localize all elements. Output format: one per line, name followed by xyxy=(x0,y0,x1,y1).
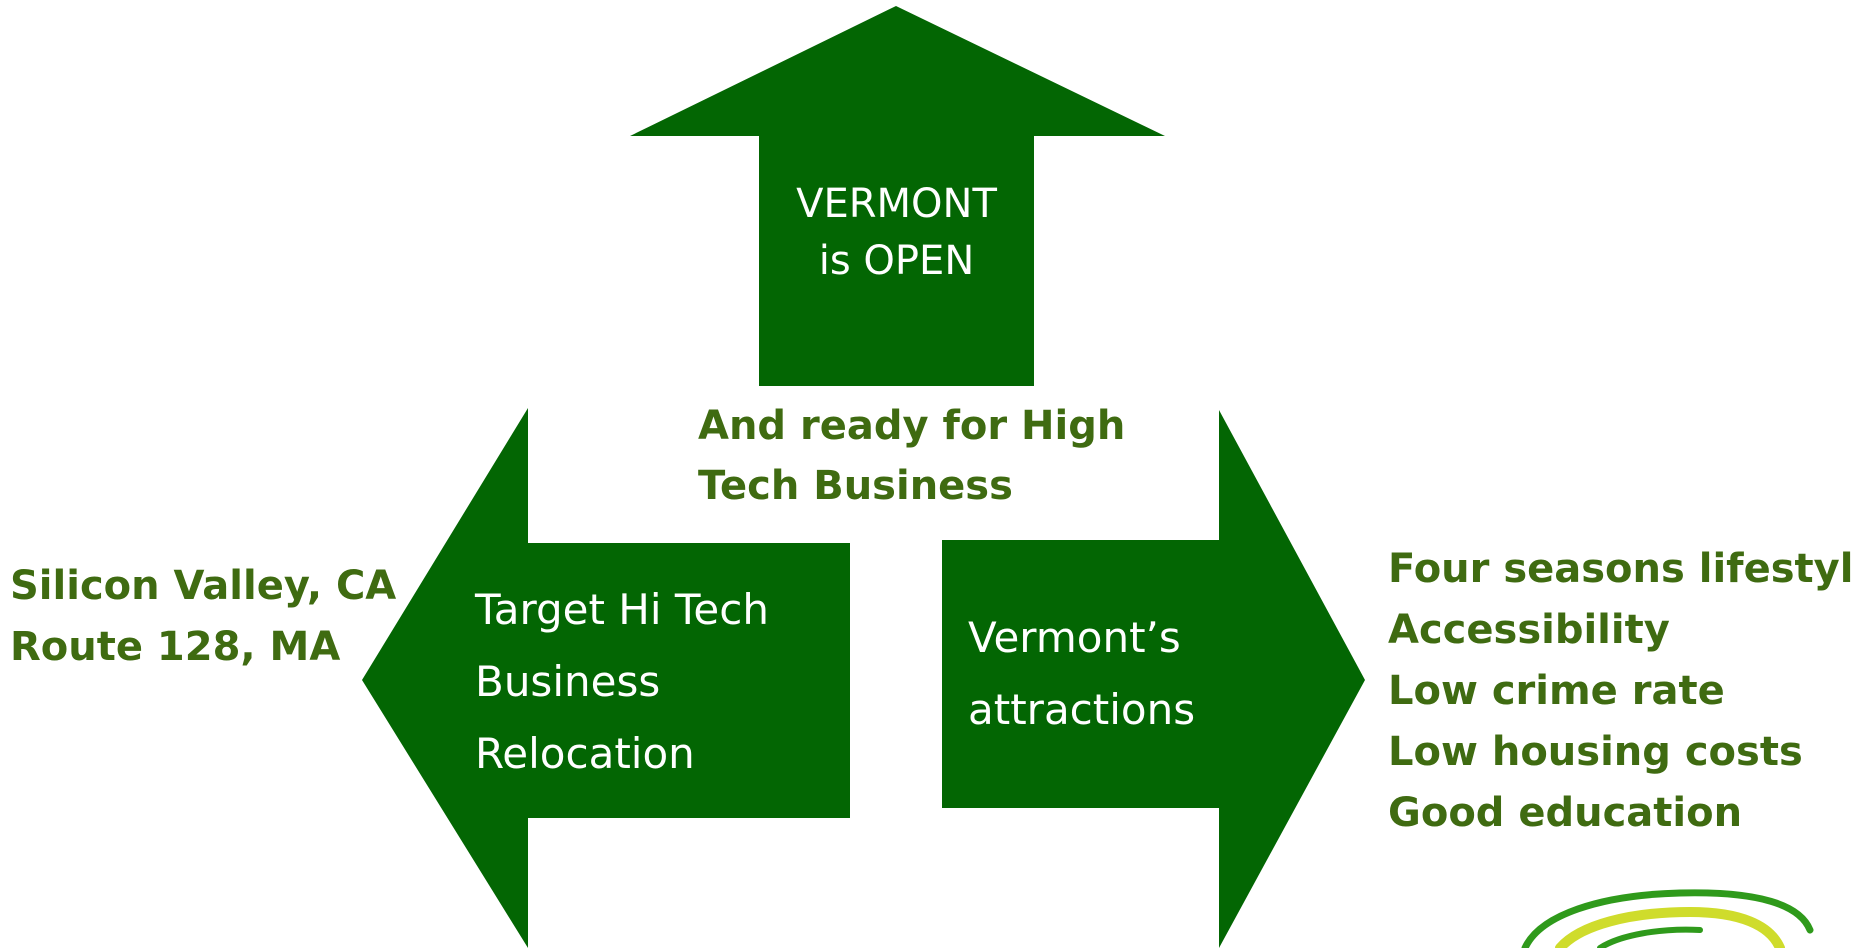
up-arrow-caption: And ready for High Tech Business xyxy=(698,396,1125,516)
swirl-logo-icon xyxy=(1521,889,1814,948)
left-arrow-label: Target Hi Tech Business Relocation xyxy=(475,574,769,790)
up-arrow-line-1: VERMONT xyxy=(796,181,997,227)
left-side-line-1: Silicon Valley, CA xyxy=(10,563,397,609)
left-side-line-2: Route 128, MA xyxy=(10,624,341,670)
list-item: Low housing costs xyxy=(1388,729,1803,775)
left-side-label: Silicon Valley, CA Route 128, MA xyxy=(10,556,396,678)
list-item: Accessibility xyxy=(1388,607,1670,653)
left-arrow-line-2: Business xyxy=(475,657,661,706)
left-arrow-shape xyxy=(362,408,850,948)
up-caption-line-2: Tech Business xyxy=(698,463,1013,509)
right-arrow-shape xyxy=(942,410,1365,948)
list-item: Four seasons lifestyle xyxy=(1388,546,1852,592)
left-arrow-line-3: Relocation xyxy=(475,729,695,778)
list-item: Good education xyxy=(1388,790,1743,836)
attractions-list: Four seasons lifestyle Accessibility Low… xyxy=(1388,539,1852,844)
right-arrow-line-1: Vermont’s xyxy=(968,613,1181,662)
up-caption-line-1: And ready for High xyxy=(698,403,1126,449)
up-arrow-shape xyxy=(630,6,1165,386)
up-arrow-label: VERMONT is OPEN xyxy=(759,176,1034,290)
up-arrow-line-2: is OPEN xyxy=(818,238,975,284)
right-arrow-label: Vermont’s attractions xyxy=(968,602,1195,746)
right-arrow-line-2: attractions xyxy=(968,685,1196,734)
list-item: Low crime rate xyxy=(1388,668,1725,714)
left-arrow-line-1: Target Hi Tech xyxy=(475,585,769,634)
